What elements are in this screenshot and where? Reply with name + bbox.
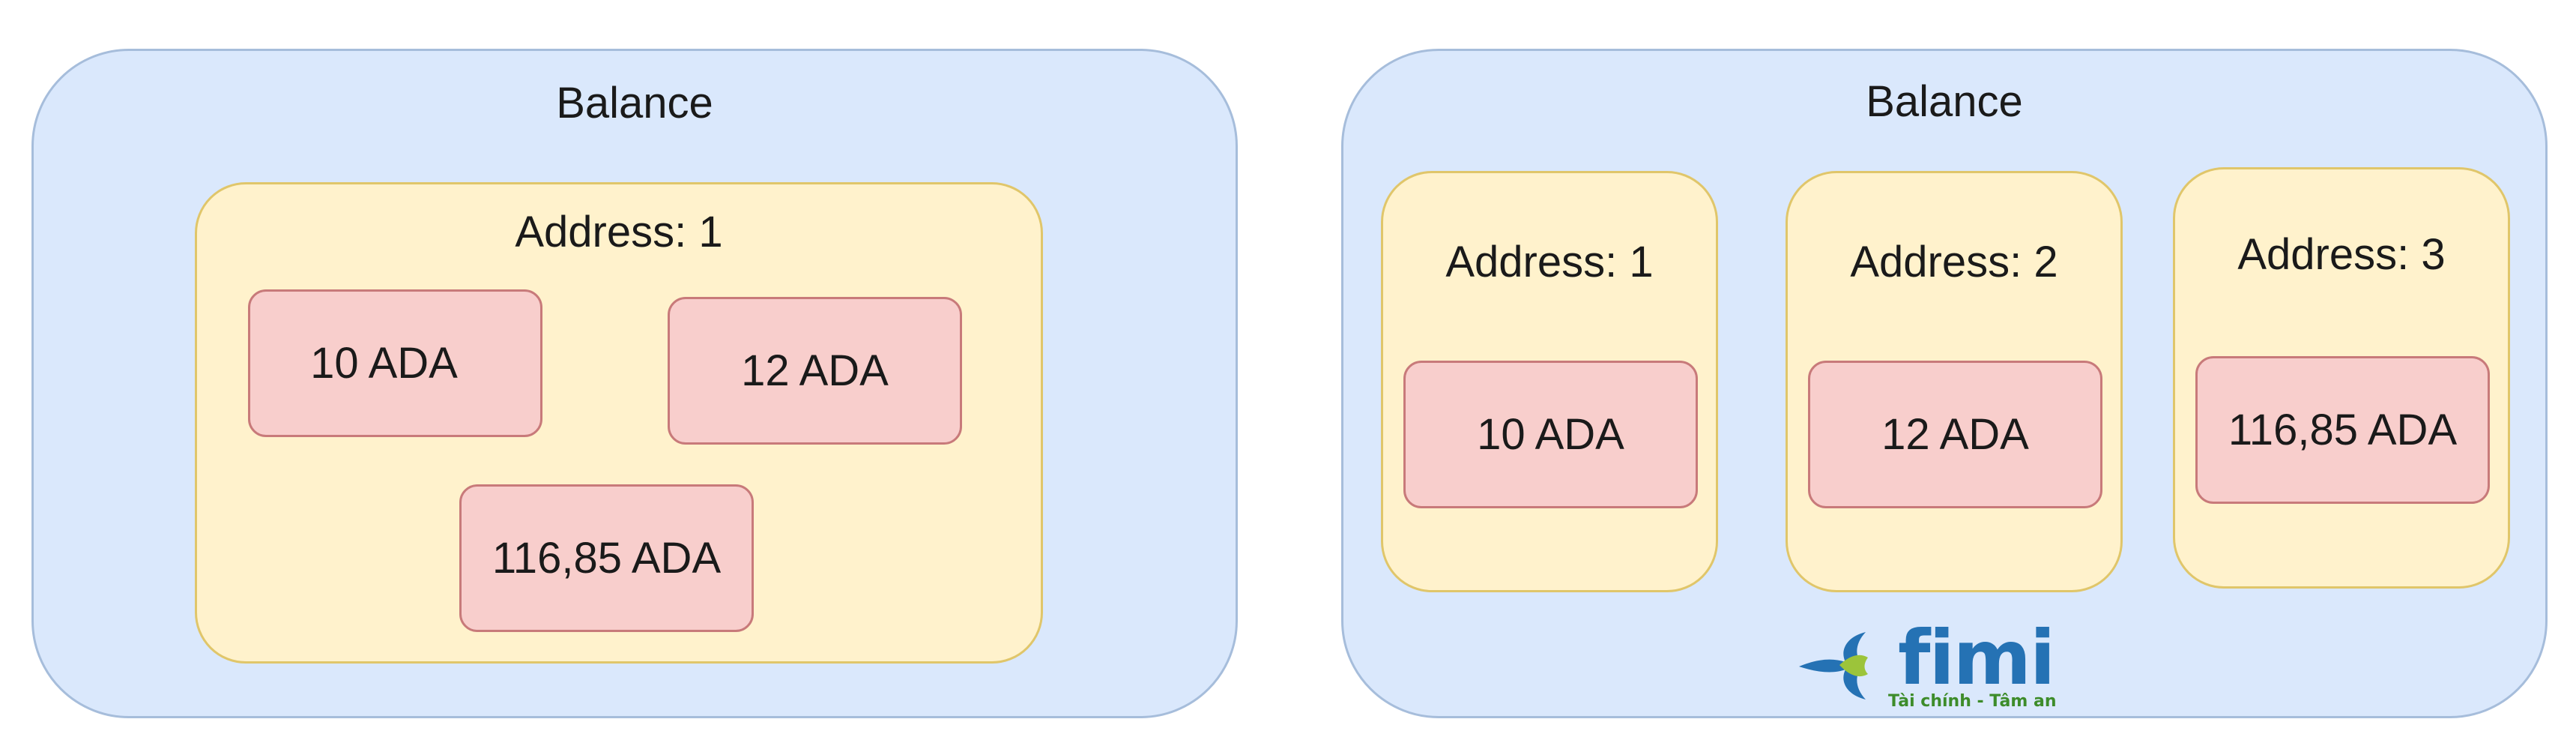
utxo-box: 12 ADA <box>668 297 962 445</box>
utxo-box: 116,85 ADA <box>2195 356 2490 504</box>
balance-title-left: Balance <box>556 79 713 127</box>
fimi-logo-icon <box>1799 632 1868 700</box>
address-label: Address: 3 <box>2237 230 2446 279</box>
utxo-amount: 10 ADA <box>1477 410 1624 459</box>
address-container-left: Address: 1 10 ADA 12 ADA 116,85 ADA <box>195 182 1043 664</box>
address-label: Address: 1 <box>515 208 723 256</box>
utxo-amount: 116,85 ADA <box>492 534 722 583</box>
utxo-box: 12 ADA <box>1808 361 2102 508</box>
address-label: Address: 1 <box>1445 238 1654 286</box>
address-container-1: Address: 1 10 ADA <box>1381 171 1718 592</box>
utxo-amount: 10 ADA <box>310 339 458 388</box>
address-container-3: Address: 3 116,85 ADA <box>2173 167 2510 589</box>
utxo-box: 10 ADA <box>248 289 542 437</box>
utxo-amount: 12 ADA <box>741 346 889 395</box>
balance-title-right: Balance <box>1866 77 2023 126</box>
balance-container-right: Balance Address: 1 10 ADA Address: 2 12 … <box>1341 49 2548 718</box>
utxo-amount: 12 ADA <box>1881 410 2029 459</box>
utxo-amount: 116,85 ADA <box>2228 406 2458 454</box>
address-container-2: Address: 2 12 ADA <box>1786 171 2123 592</box>
address-label: Address: 2 <box>1850 238 2058 286</box>
logo-tagline: Tài chính - Tâm an <box>1888 692 2057 711</box>
utxo-box: 10 ADA <box>1403 361 1698 508</box>
balance-container-left: Balance Address: 1 10 ADA 12 ADA 116,85 … <box>31 49 1238 718</box>
fimi-logo: fimi Tài chính - Tâm an <box>1795 614 2064 716</box>
utxo-box: 116,85 ADA <box>459 484 754 632</box>
logo-wordmark: fimi <box>1898 614 2055 702</box>
